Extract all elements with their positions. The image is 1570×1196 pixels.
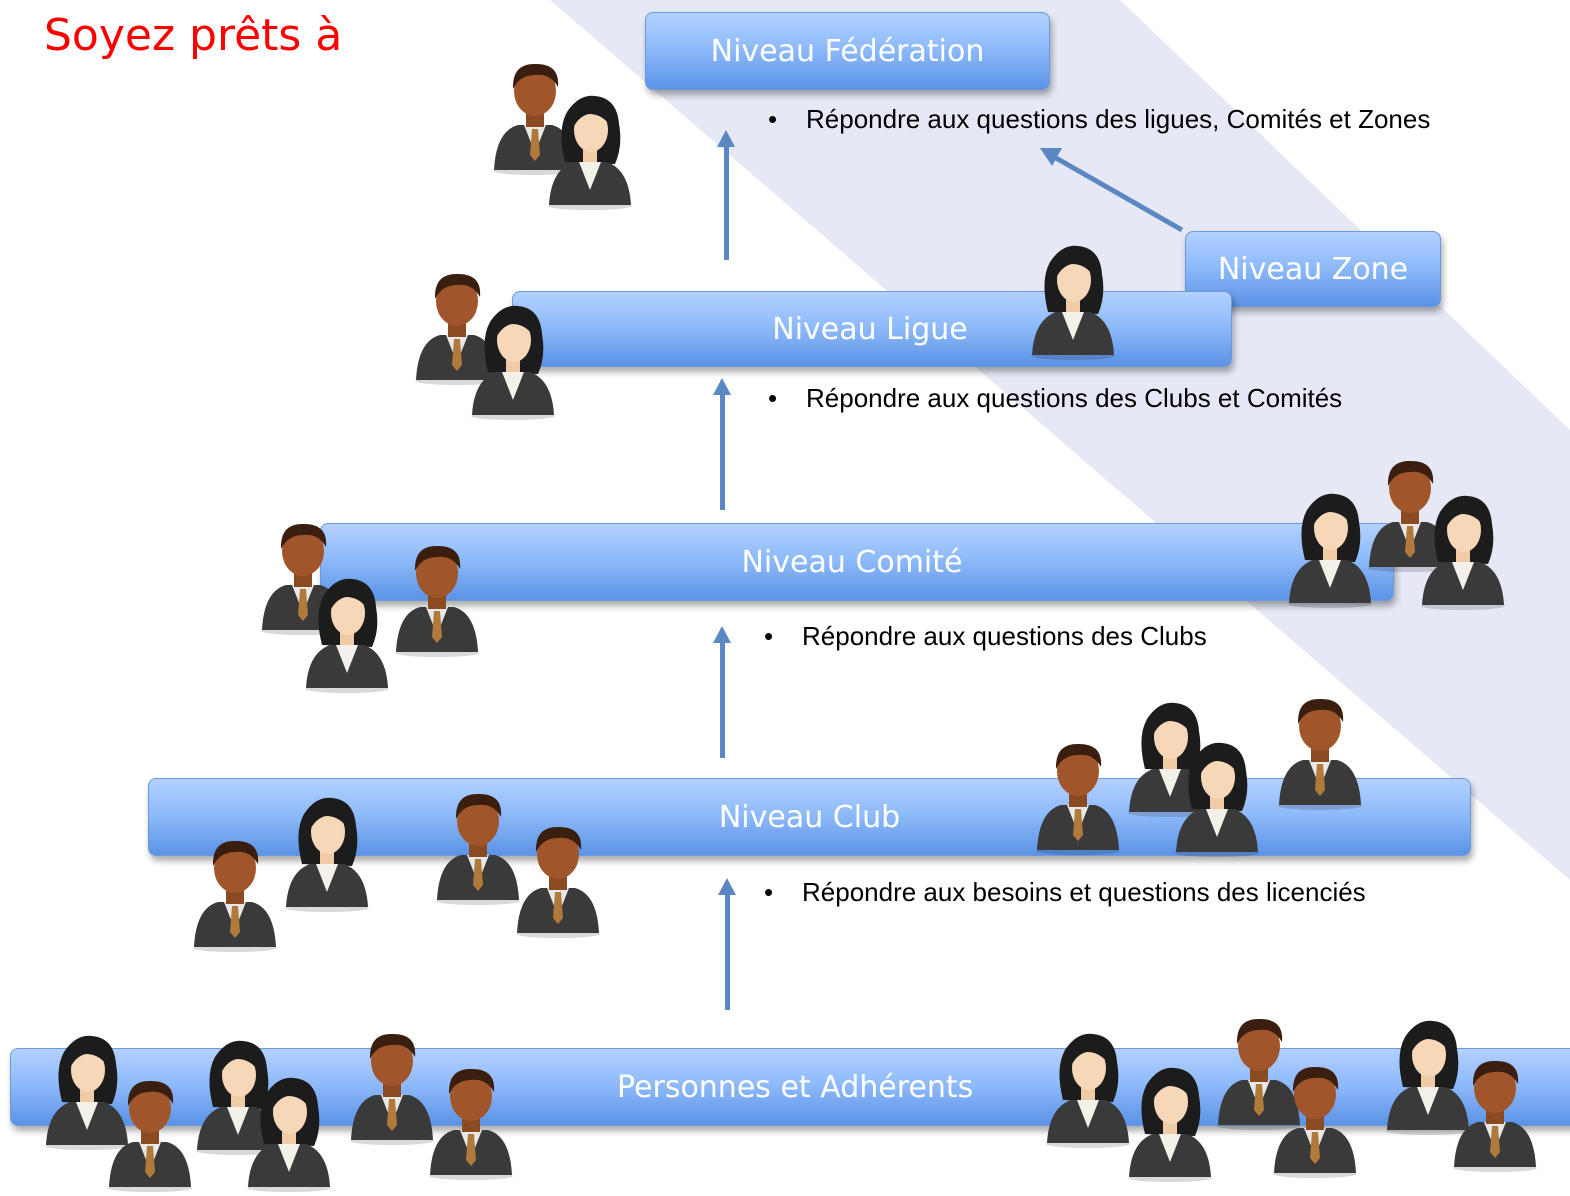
bullet-club-text: Répondre aux besoins et questions des li…: [802, 877, 1366, 907]
arrow-to-club: [718, 878, 736, 1010]
businesswoman-icon: [1418, 490, 1508, 610]
bullet-club: •Répondre aux besoins et questions des l…: [764, 877, 1366, 907]
level-personnes-label: Personnes et Adhérents: [617, 1069, 974, 1105]
arrow-to-ligue: [713, 378, 731, 510]
businessman-icon: [1365, 452, 1455, 572]
level-club-label: Niveau Club: [718, 799, 901, 835]
businessman-icon: [490, 55, 580, 175]
level-federation: Niveau Fédération: [645, 12, 1050, 90]
businesswoman-icon: [1285, 488, 1375, 608]
businessman-icon: [1033, 735, 1123, 855]
level-zone-label: Niveau Zone: [1217, 251, 1409, 287]
businesswoman-icon: [1043, 1028, 1133, 1148]
businessman-icon: [412, 265, 502, 385]
bullet-ligue: •Répondre aux questions des Clubs et Com…: [768, 383, 1343, 413]
level-ligue: Niveau Ligue: [512, 291, 1232, 367]
bullet-comite: •Répondre aux questions des Clubs: [764, 621, 1207, 651]
businessman-icon: [433, 785, 523, 905]
businessman-icon: [105, 1072, 195, 1192]
businesswoman-icon: [468, 300, 558, 420]
level-federation-label: Niveau Fédération: [710, 33, 985, 69]
businesswoman-icon: [244, 1072, 334, 1192]
arrow-to-comite: [713, 626, 731, 758]
arrow-to-federation: [717, 130, 735, 260]
bullet-federation: •Répondre aux questions des ligues, Comi…: [768, 104, 1431, 134]
level-comite-label: Niveau Comité: [741, 544, 963, 580]
businessman-icon: [426, 1060, 516, 1180]
businessman-icon: [513, 818, 603, 938]
businesswoman-icon: [42, 1030, 132, 1150]
page-title: Soyez prêts à: [44, 10, 343, 61]
businesswoman-icon: [1028, 240, 1118, 360]
businesswoman-icon: [545, 90, 635, 210]
businesswoman-icon: [302, 573, 392, 693]
businessman-icon: [392, 537, 482, 657]
businesswoman-icon: [193, 1035, 283, 1155]
level-ligue-label: Niveau Ligue: [772, 311, 968, 347]
businesswoman-icon: [1383, 1015, 1473, 1135]
bullet-comite-text: Répondre aux questions des Clubs: [802, 621, 1207, 651]
businessman-icon: [190, 832, 280, 952]
bullet-federation-text: Répondre aux questions des ligues, Comit…: [806, 104, 1431, 134]
businessman-icon: [1450, 1052, 1540, 1172]
bullet-ligue-text: Répondre aux questions des Clubs et Comi…: [806, 383, 1343, 413]
businesswoman-icon: [1172, 737, 1262, 857]
businesswoman-icon: [1125, 1062, 1215, 1182]
businessman-icon: [1275, 690, 1365, 810]
businesswoman-icon: [282, 792, 372, 912]
level-comite: Niveau Comité: [320, 523, 1394, 601]
businessman-icon: [1270, 1058, 1360, 1178]
businessman-icon: [1214, 1010, 1304, 1130]
businessman-icon: [347, 1025, 437, 1145]
